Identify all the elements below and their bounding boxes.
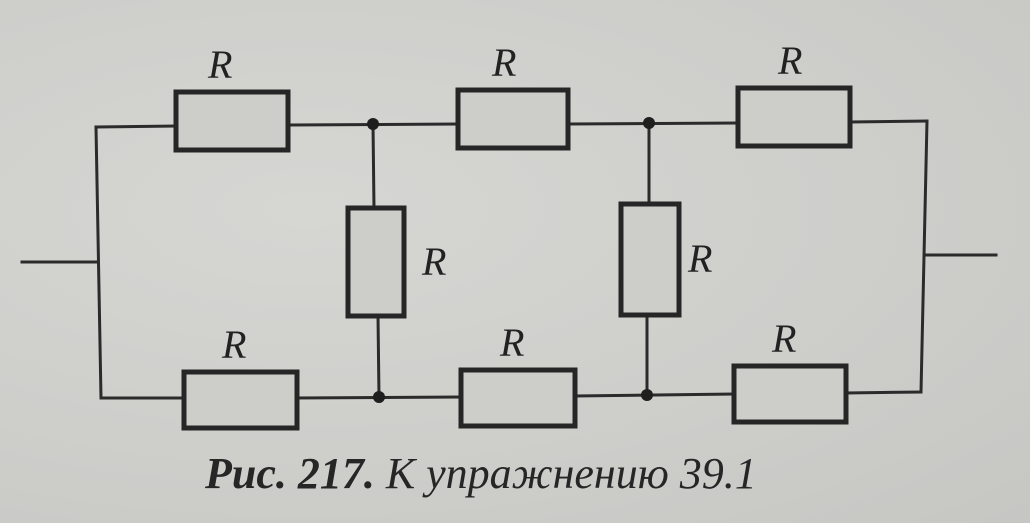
resistor-bridge-left: [345, 205, 407, 319]
bridge-left-wire-bottom: [376, 314, 381, 399]
top-wire-4: [848, 119, 929, 124]
label-bottom-left: R: [221, 322, 246, 367]
bottom-wire-4: [844, 390, 923, 395]
resistors: [173, 85, 853, 431]
label-top-right: R: [777, 38, 802, 83]
resistor-top-right: [735, 85, 853, 149]
resistor-bottom-left: [181, 369, 300, 431]
junction-bottom-right: [641, 389, 653, 401]
figure-number: Рис. 217.: [205, 449, 375, 498]
resistor-bottom-right: [731, 363, 849, 425]
bottom-wire-3: [573, 392, 736, 398]
resistor-bottom-middle: [458, 367, 578, 429]
label-top-middle: R: [491, 40, 516, 85]
junctions: [367, 117, 655, 403]
junction-top-right: [643, 117, 655, 129]
resistor-top-middle: [455, 87, 571, 151]
junction-top-left: [367, 118, 379, 130]
figure-caption: Рис. 217. К упражнению 39.1: [205, 448, 757, 499]
top-wire-1: [94, 124, 178, 129]
label-bridge-left: R: [421, 239, 446, 284]
label-bottom-middle: R: [499, 320, 524, 365]
junction-bottom-left: [373, 391, 385, 403]
resistor-bridge-right: [618, 201, 682, 318]
left-bus: [94, 125, 103, 400]
bridge-left-wire-top: [371, 122, 376, 210]
figure-title: К упражнению 39.1: [385, 449, 757, 498]
resistor-top-left: [173, 89, 291, 153]
resistor-labels: R R R R R R R R: [207, 38, 802, 367]
label-bottom-right: R: [771, 316, 796, 361]
label-top-left: R: [207, 42, 232, 87]
label-bridge-right: R: [687, 236, 712, 281]
